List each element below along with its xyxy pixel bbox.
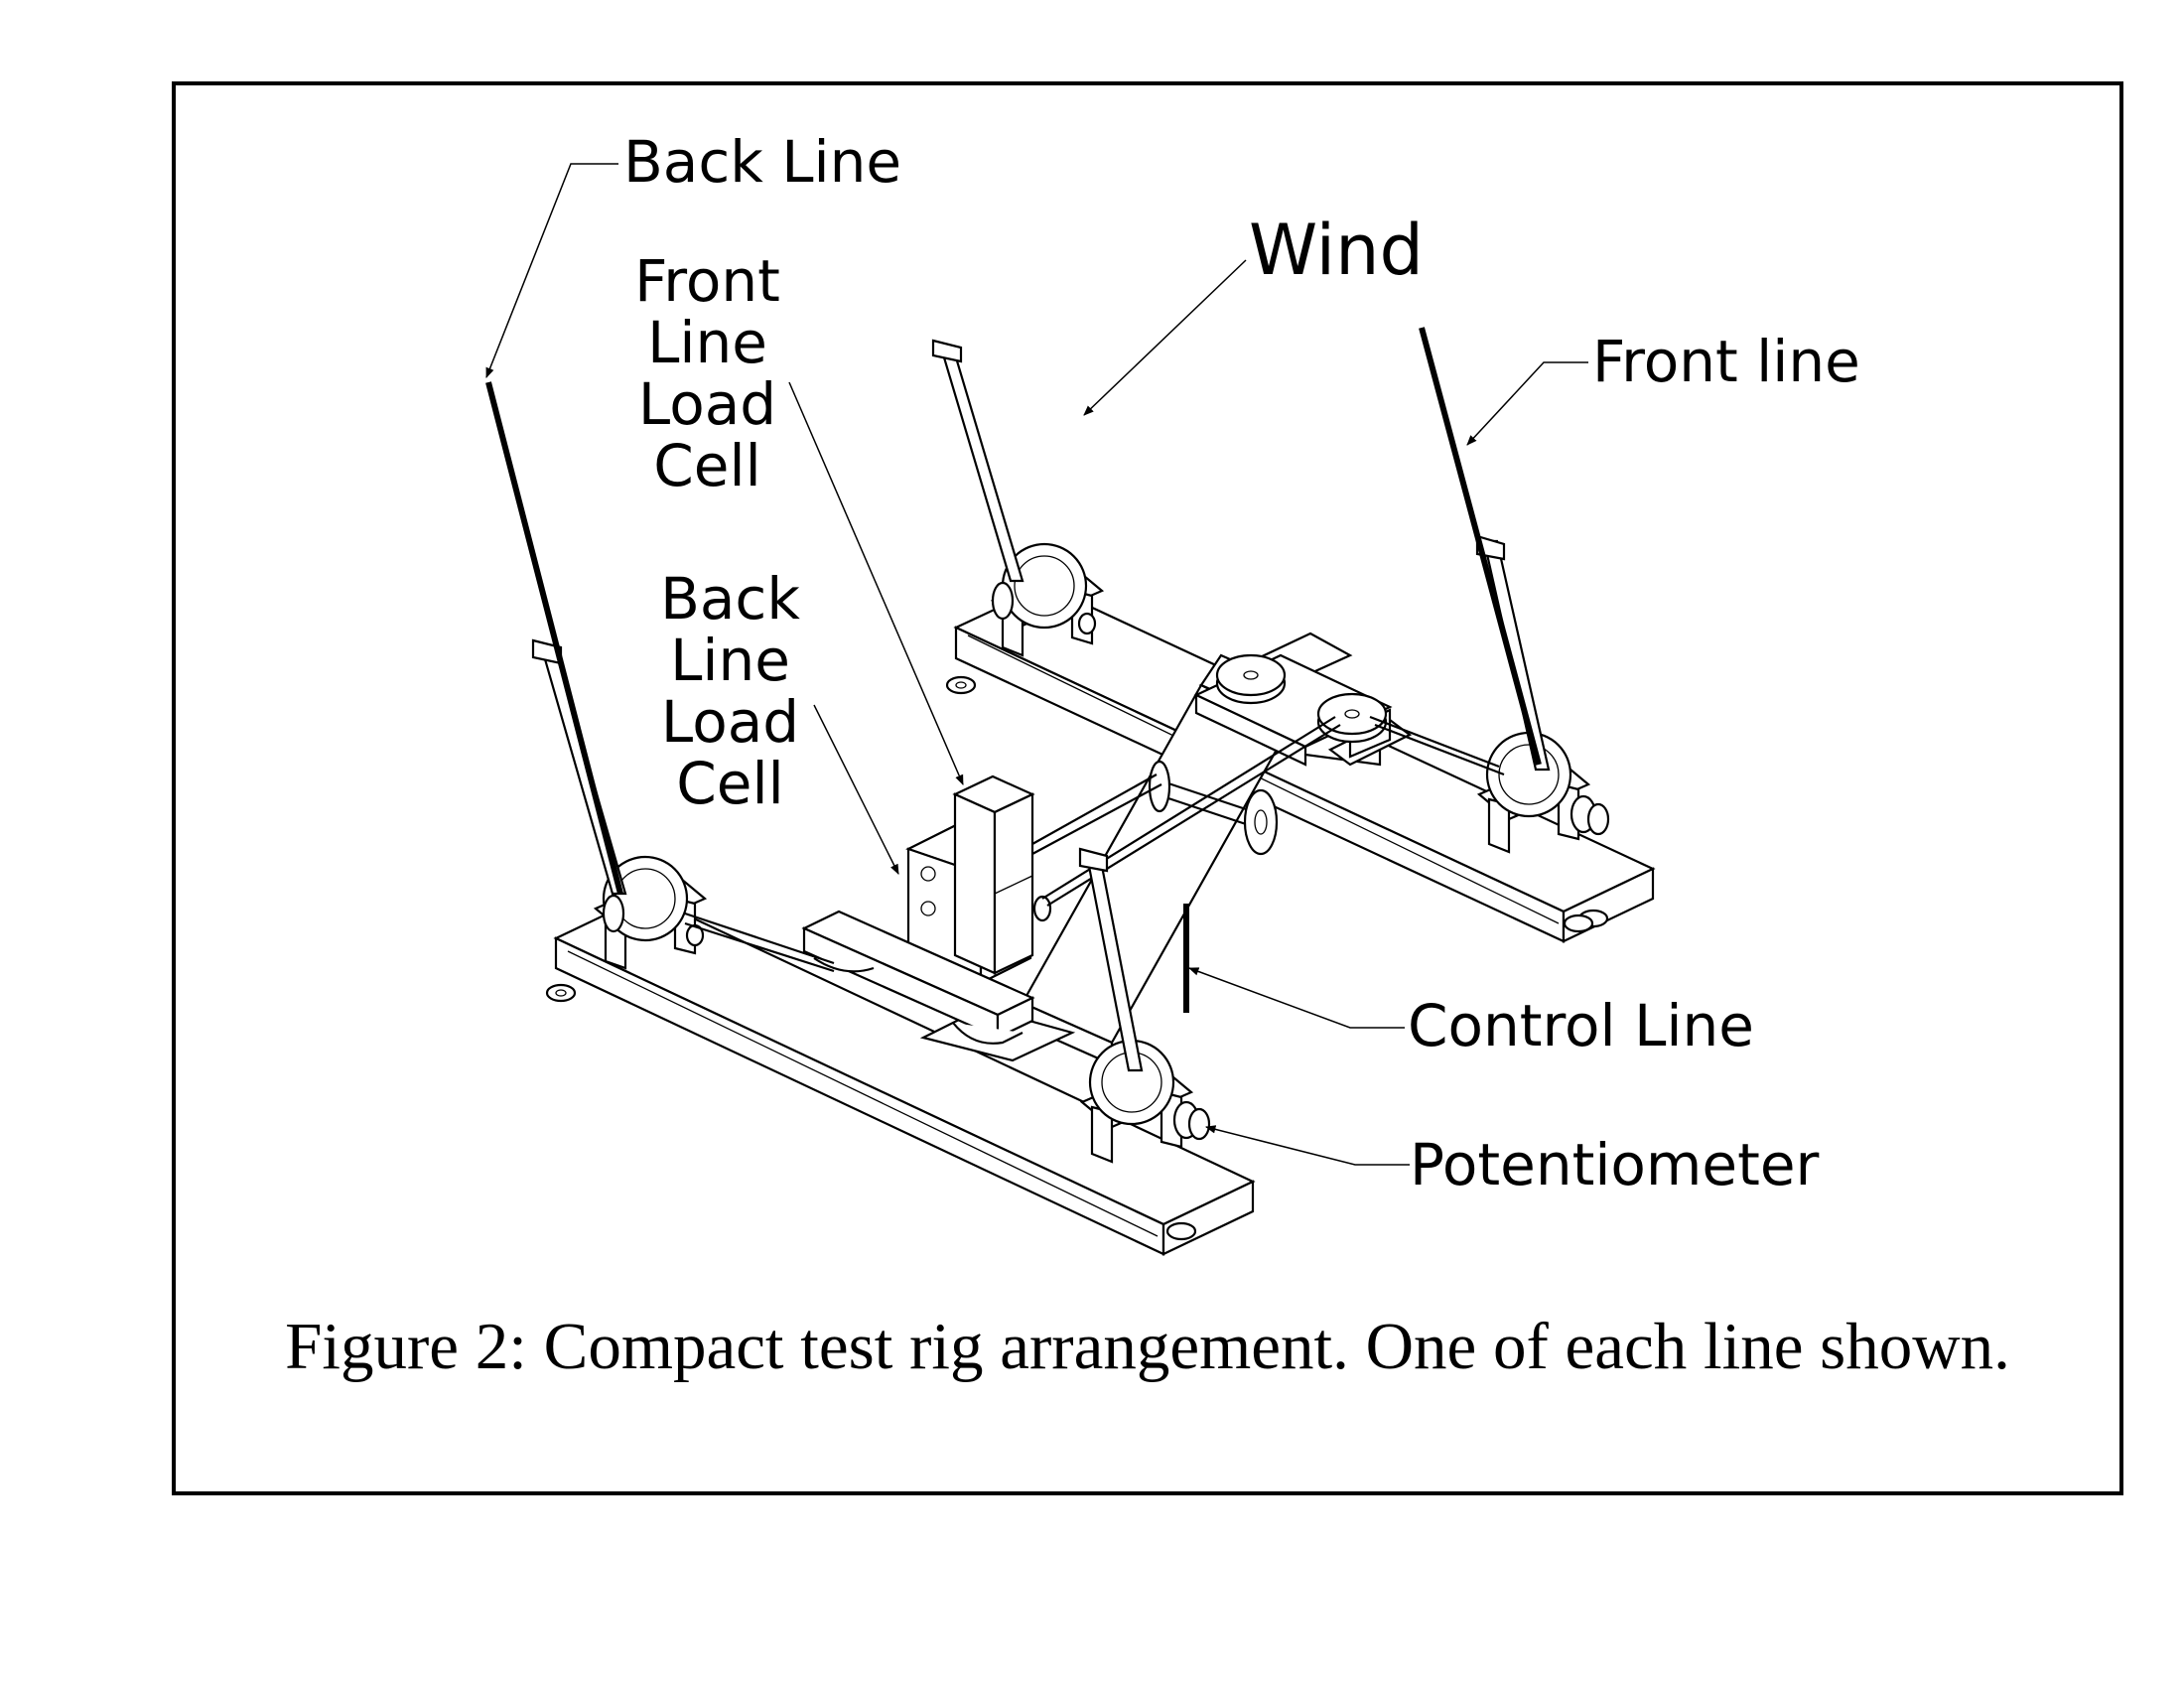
front-right-winch: [1476, 731, 1610, 854]
back-line-winch: [593, 855, 708, 970]
back-line-label: Back Line: [623, 128, 902, 196]
front-left-winch: [990, 542, 1105, 657]
control-line-leader: [1188, 967, 1405, 1029]
back-line-load-cell-label: Back Line Load Cell: [643, 568, 817, 814]
back-base-beam: [545, 894, 1256, 1256]
load-cell-block: [905, 774, 1035, 985]
back-line-load-cell-label-3: Load: [660, 688, 800, 756]
back-line-load-cell-label-2: Line: [670, 627, 790, 694]
front-line-load-cell-label-2: Line: [647, 309, 767, 376]
front-line-load-cell-label-1: Front: [634, 247, 780, 315]
control-line-label: Control Line: [1408, 992, 1754, 1059]
potentiometer-leader: [1204, 1125, 1410, 1166]
figure-caption: Figure 2: Compact test rig arrangement. …: [285, 1310, 2010, 1383]
load-cell-arm: [801, 910, 1035, 1045]
potentiometer-label: Potentiometer: [1410, 1131, 1820, 1198]
potentiometer-winch: [1079, 1039, 1211, 1164]
mounting-foot: [545, 983, 577, 1003]
front-line-load-cell-label-3: Load: [637, 370, 777, 438]
wind-leader: [1083, 259, 1247, 416]
back-line-load-cell-label-4: Cell: [676, 750, 784, 817]
back-line-leader: [485, 163, 618, 378]
back-line: [485, 381, 623, 895]
front-line: [1419, 327, 1542, 766]
front-idler-pulley: [1215, 653, 1287, 705]
control-shaft: [1032, 760, 1279, 922]
front-line-load-cell-label: Front Line Load Cell: [620, 250, 794, 496]
callout-leaders: [485, 163, 1588, 1166]
back-idler-pulley: [1316, 692, 1388, 744]
wind-label: Wind: [1249, 210, 1424, 291]
front-line-load-cell-label-4: Cell: [653, 432, 761, 499]
front-line-label: Front line: [1592, 328, 1860, 395]
back-line-load-cell-leader: [813, 704, 899, 875]
figure-frame: [172, 81, 2123, 1495]
front-line-load-cell-leader: [788, 381, 964, 785]
front-line-leader: [1466, 361, 1588, 446]
back-line-load-cell-label-1: Back: [660, 565, 800, 633]
mounting-foot: [945, 675, 977, 695]
mounting-foot: [1165, 1221, 1197, 1241]
